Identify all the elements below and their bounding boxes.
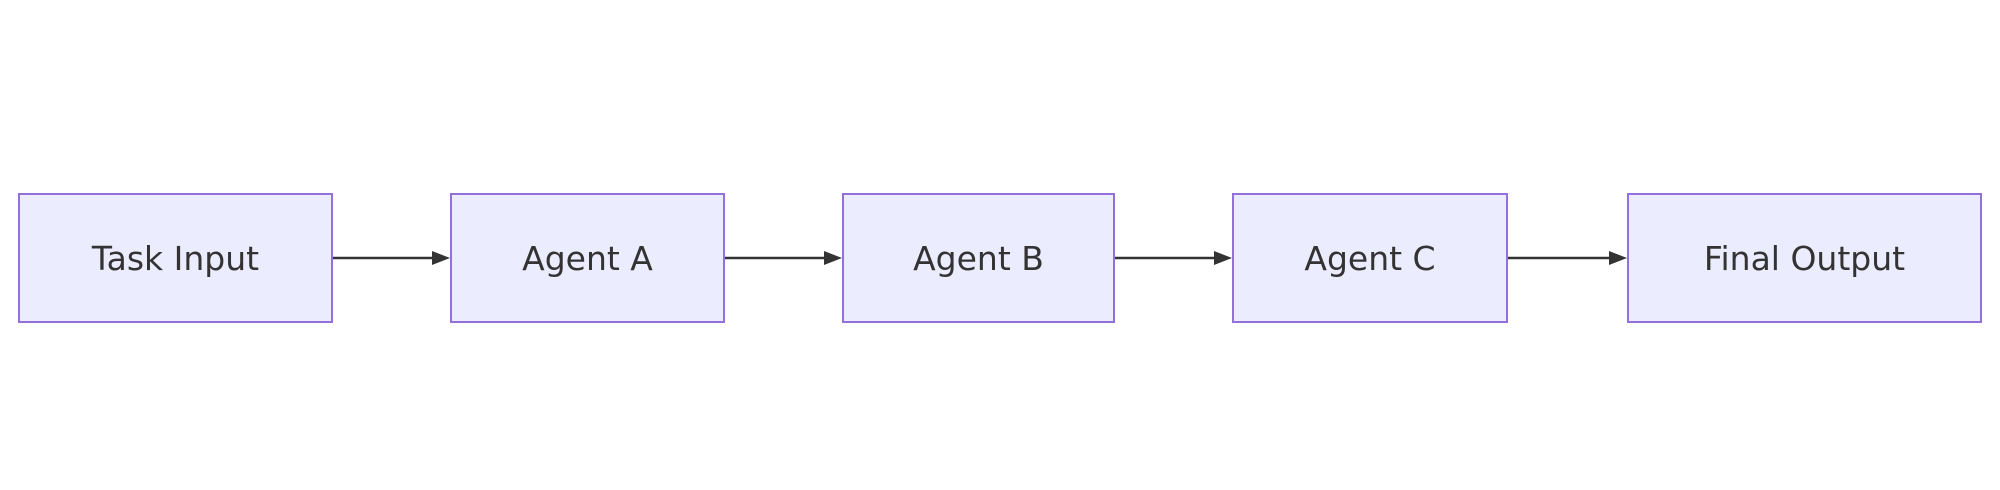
edge-arrow-agent-a-to-agent-b	[725, 251, 842, 265]
edge-arrow-agent-b-to-agent-c	[1115, 251, 1232, 265]
node-label-agent-c: Agent C	[1304, 238, 1436, 278]
node-label-final-output: Final Output	[1703, 238, 1906, 278]
flow-node-task-input: Task Input	[18, 193, 333, 323]
flow-node-agent-c: Agent C	[1232, 193, 1508, 323]
arrowhead-icon	[432, 251, 450, 265]
node-label-task-input: Task Input	[91, 238, 260, 278]
arrowhead-icon	[824, 251, 842, 265]
flow-node-agent-a: Agent A	[450, 193, 725, 323]
node-label-agent-b: Agent B	[913, 238, 1044, 278]
arrowhead-icon	[1214, 251, 1232, 265]
edge-arrow-agent-c-to-final-output	[1508, 251, 1627, 265]
node-label-agent-a: Agent A	[522, 238, 653, 278]
flow-node-agent-b: Agent B	[842, 193, 1115, 323]
flow-node-final-output: Final Output	[1627, 193, 1982, 323]
arrowhead-icon	[1609, 251, 1627, 265]
edge-arrow-task-input-to-agent-a	[333, 251, 450, 265]
